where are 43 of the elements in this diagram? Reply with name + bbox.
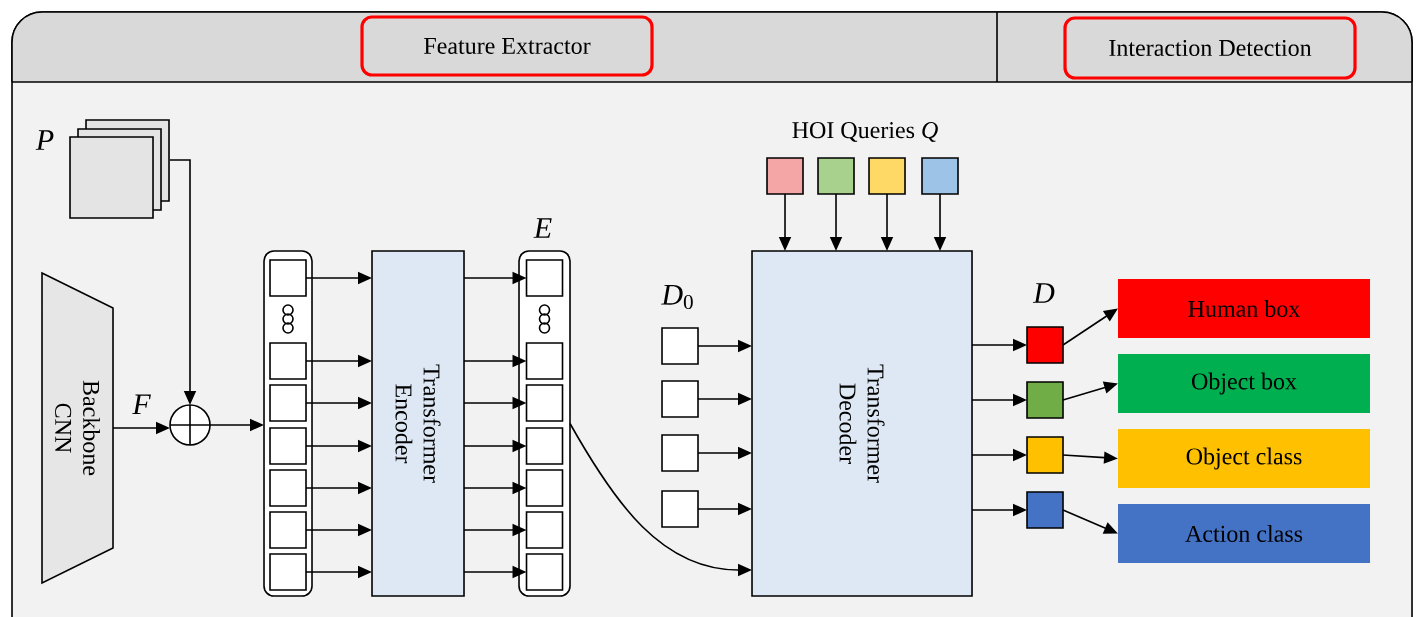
token-square [661,380,699,418]
token-square [525,427,564,465]
group-label: HOI Queries Q [792,122,938,142]
token-square [269,511,307,549]
feature-map-stack [69,119,170,219]
query-square [868,157,906,195]
token-square [525,469,564,507]
token-square [661,490,699,528]
section-title-box: Feature Extractor [360,15,654,77]
section-title-box: Interaction Detection [1063,16,1357,80]
variable-label: P [35,130,54,150]
output-square [1026,326,1064,364]
encoder-box: Transformer Encoder [371,250,465,597]
output-box: Action class [1118,504,1370,563]
output-square [1026,491,1064,529]
edge-label: F [130,392,153,417]
token-square [525,384,564,422]
variable-label: D$_{0}$ [661,284,693,310]
token-square [525,342,564,380]
output-square [1026,381,1064,419]
token-square [525,511,564,549]
query-square [766,157,804,195]
variable-label: E [533,218,552,238]
token-square [525,553,564,591]
output-box: Object box [1118,354,1370,413]
token-square [661,434,699,472]
token-square [269,469,307,507]
query-square [921,157,959,195]
token-square [525,259,564,297]
sum-circle [169,404,211,446]
output-square [1026,436,1064,474]
output-box: Object class [1118,429,1370,488]
token-square [269,384,307,422]
token-square [269,259,307,297]
output-box: Human box [1118,279,1370,338]
token-square [269,342,307,380]
token-square [269,427,307,465]
variable-label: D [1032,283,1055,303]
token-square [661,327,699,365]
token-square [269,553,307,591]
arrow [1062,308,1118,346]
decoder-box: Transformer Decoder [751,250,973,597]
query-square [817,157,855,195]
